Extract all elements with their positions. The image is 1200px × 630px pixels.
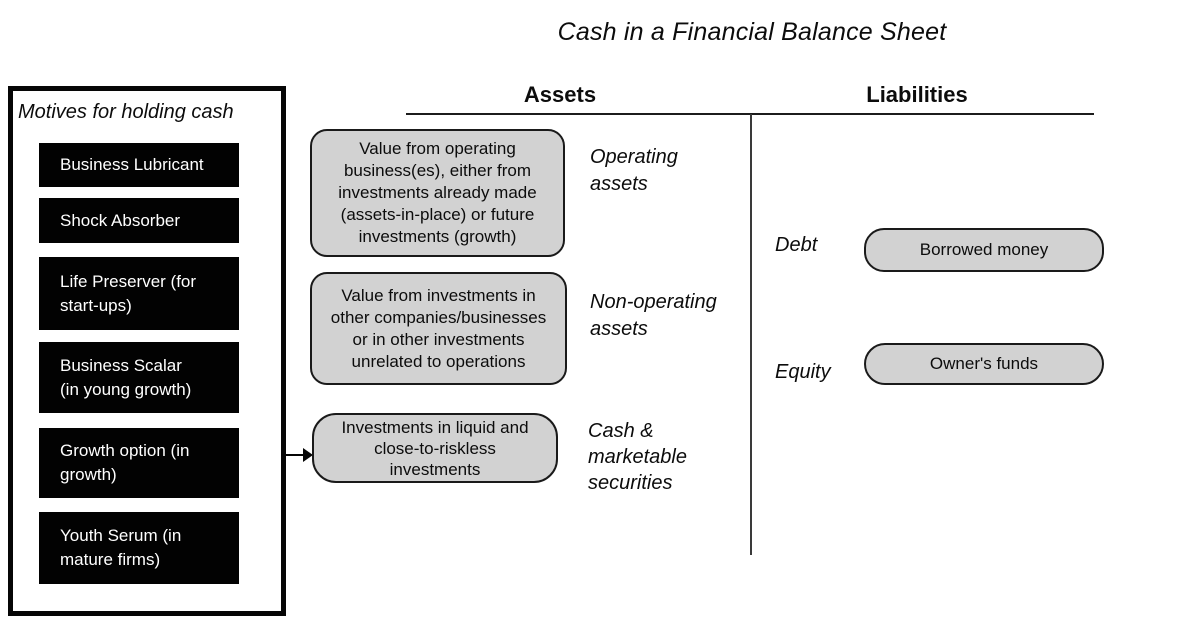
diagram-title: Cash in a Financial Balance Sheet xyxy=(557,18,947,46)
owners-funds-box: Owner's funds xyxy=(864,343,1104,385)
non-operating-assets-box: Value from investments in other companie… xyxy=(310,272,567,385)
motive-item-youth-serum: Youth Serum (in mature firms) xyxy=(39,512,239,584)
operating-assets-box: Value from operating business(es), eithe… xyxy=(310,129,565,257)
non-operating-assets-label: Non-operating assets xyxy=(590,291,717,340)
motive-item-growth-option: Growth option (in growth) xyxy=(39,428,239,498)
borrowed-money-box: Borrowed money xyxy=(864,228,1104,272)
equity-label: Equity xyxy=(775,361,831,383)
motive-item-shock-absorber: Shock Absorber xyxy=(39,198,239,243)
motives-to-cash-arrow-head-icon xyxy=(303,448,313,462)
motives-to-cash-arrow-line xyxy=(286,454,305,456)
motive-item-life-preserver: Life Preserver (for start-ups) xyxy=(39,257,239,330)
assets-column-header: Assets xyxy=(523,82,597,107)
debt-label: Debt xyxy=(775,234,818,256)
motives-panel-title: Motives for holding cash xyxy=(18,101,234,123)
cash-marketable-securities-label: Cash & marketable securities xyxy=(588,420,687,494)
motive-item-business-scalar: Business Scalar (in young growth) xyxy=(39,342,239,413)
balance-sheet-column-divider xyxy=(750,114,752,555)
cash-marketable-securities-box: Investments in liquid and close-to-riskl… xyxy=(312,413,558,483)
motive-item-business-lubricant: Business Lubricant xyxy=(39,143,239,187)
operating-assets-label: Operating assets xyxy=(590,146,678,195)
liabilities-column-header: Liabilities xyxy=(866,82,968,107)
